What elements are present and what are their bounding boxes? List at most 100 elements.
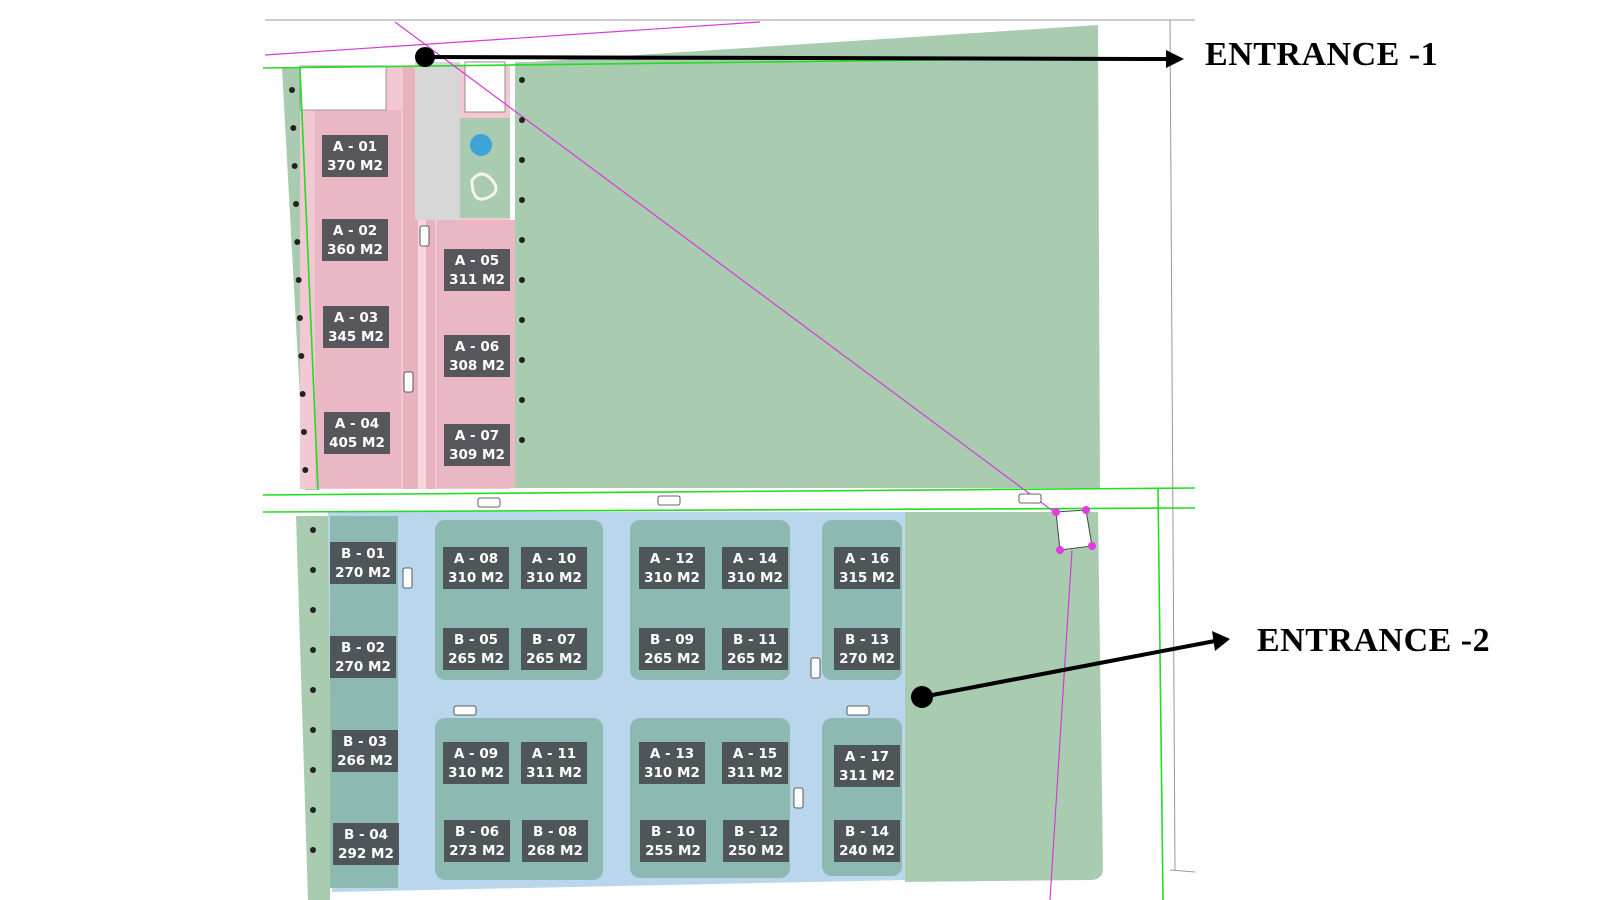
plot-area: 265 M2 bbox=[727, 651, 783, 667]
plot-area: 270 M2 bbox=[335, 565, 391, 581]
tree-icon bbox=[291, 163, 298, 169]
plot-label-bg bbox=[332, 730, 398, 772]
plot-label-bg bbox=[443, 547, 509, 589]
plot-code: B - 07 bbox=[532, 632, 576, 648]
arrow-head-2 bbox=[1212, 631, 1230, 651]
plot-b-11: B - 11 265 M2 bbox=[722, 628, 788, 670]
plot-area: 309 M2 bbox=[449, 447, 505, 463]
plot-code: B - 14 bbox=[845, 824, 889, 840]
plot-label-bg bbox=[333, 823, 399, 865]
plot-area: 310 M2 bbox=[448, 570, 504, 586]
plot-code: B - 04 bbox=[344, 827, 388, 843]
tree-icon bbox=[519, 77, 525, 83]
open-land-north bbox=[530, 25, 1100, 488]
plot-code: A - 16 bbox=[845, 551, 889, 567]
zone-b bbox=[328, 512, 905, 892]
plot-area: 265 M2 bbox=[526, 651, 582, 667]
tree-icon bbox=[310, 607, 316, 613]
plot-area: 265 M2 bbox=[448, 651, 504, 667]
plot-b-03: B - 03 266 M2 bbox=[332, 730, 398, 772]
tree-icon bbox=[519, 237, 525, 243]
plot-a-13: A - 13 310 M2 bbox=[639, 742, 705, 784]
survey-lines bbox=[264, 21, 1073, 900]
plot-area: 360 M2 bbox=[327, 242, 383, 258]
plot-a-15: A - 15 311 M2 bbox=[722, 742, 788, 784]
plot-code: B - 08 bbox=[533, 824, 577, 840]
plot-a-05: A - 05 311 M2 bbox=[444, 249, 510, 291]
open-land-south bbox=[905, 512, 1103, 882]
plot-area: 310 M2 bbox=[448, 765, 504, 781]
boundary-lines bbox=[265, 19, 1196, 873]
plot-code: A - 17 bbox=[845, 749, 889, 765]
tree-icon bbox=[292, 201, 299, 207]
plot-label-bg bbox=[443, 628, 509, 670]
plot-label-bg bbox=[521, 628, 587, 670]
plot-a-09: A - 09 310 M2 bbox=[443, 742, 509, 784]
plot-area: 270 M2 bbox=[839, 651, 895, 667]
plot-code: A - 05 bbox=[455, 253, 499, 269]
tree-icon bbox=[519, 397, 525, 403]
plot-label-bg bbox=[444, 335, 510, 377]
plot-code: A - 12 bbox=[650, 551, 694, 567]
plot-code: A - 15 bbox=[733, 746, 777, 762]
tree-icon bbox=[296, 315, 303, 321]
plot-area: 270 M2 bbox=[335, 659, 391, 675]
tree-icon bbox=[310, 647, 316, 653]
plot-area: 266 M2 bbox=[337, 753, 393, 769]
plot-label-bg bbox=[444, 249, 510, 291]
plot-area: 310 M2 bbox=[727, 570, 783, 586]
tree-icon bbox=[310, 807, 316, 813]
plot-area: 311 M2 bbox=[449, 272, 505, 288]
plot-label-bg bbox=[522, 820, 588, 862]
plot-area: 315 M2 bbox=[839, 570, 895, 586]
plot-code: B - 11 bbox=[733, 632, 777, 648]
plot-area: 292 M2 bbox=[338, 846, 394, 862]
plot-label-bg bbox=[521, 742, 587, 784]
tree-icon bbox=[310, 767, 316, 773]
plot-code: A - 04 bbox=[335, 416, 379, 432]
plot-area: 311 M2 bbox=[839, 768, 895, 784]
tree-icon bbox=[519, 317, 525, 323]
plot-area: 308 M2 bbox=[449, 358, 505, 374]
plot-label-bg bbox=[639, 628, 705, 670]
plot-label-bg bbox=[640, 820, 706, 862]
plot-a-16: A - 16 315 M2 bbox=[834, 547, 900, 589]
plot-label-bg bbox=[322, 219, 388, 261]
plot-label-bg bbox=[834, 745, 900, 787]
plot-area: 273 M2 bbox=[449, 843, 505, 859]
tree-icon bbox=[310, 527, 316, 533]
garden-icon bbox=[470, 172, 498, 201]
plot-label-bg bbox=[723, 820, 789, 862]
plot-area: 310 M2 bbox=[644, 765, 700, 781]
green-strip-west-b bbox=[296, 516, 330, 900]
plot-label-bg bbox=[834, 547, 900, 589]
entrance-arrows bbox=[415, 47, 1230, 708]
plot-code: B - 12 bbox=[734, 824, 778, 840]
tree-markers bbox=[289, 77, 525, 853]
survey-marker bbox=[1052, 506, 1096, 554]
tree-icon bbox=[298, 353, 305, 359]
plot-label-bg bbox=[834, 628, 900, 670]
plot-label-bg bbox=[444, 820, 510, 862]
plot-code: A - 09 bbox=[454, 746, 498, 762]
plot-code: A - 13 bbox=[650, 746, 694, 762]
plot-code: B - 03 bbox=[343, 734, 387, 750]
plot-area: 268 M2 bbox=[527, 843, 583, 859]
plot-b-07: B - 07 265 M2 bbox=[521, 628, 587, 670]
plot-area: 311 M2 bbox=[727, 765, 783, 781]
plot-code: A - 11 bbox=[532, 746, 576, 762]
entrance-1-marker bbox=[415, 47, 435, 67]
tree-icon bbox=[310, 847, 316, 853]
pool-icon bbox=[470, 134, 492, 156]
tree-icon bbox=[300, 429, 307, 435]
plot-label-bg bbox=[324, 412, 390, 454]
